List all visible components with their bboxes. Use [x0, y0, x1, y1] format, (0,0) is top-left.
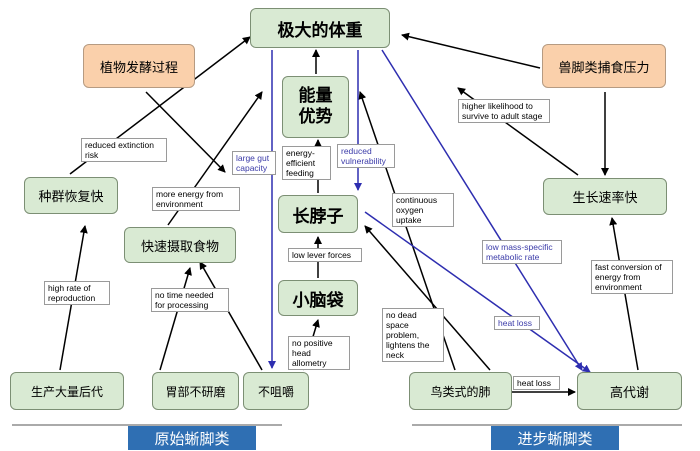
- node-max-body-weight: 极大的体重: [250, 8, 390, 48]
- node-long-neck: 长脖子: [278, 195, 358, 233]
- label-fast-conversion: fast conversion of energy from environme…: [591, 260, 673, 294]
- arrow-metabolism-to-growth: [609, 217, 639, 371]
- label-heat-loss-h: heat loss: [513, 376, 560, 390]
- banner-primitive-sauropods: 原始蜥脚类: [128, 426, 256, 450]
- node-no-gizzard: 胃部不研磨: [152, 372, 239, 410]
- label-energy-efficient: energy-efficient feeding: [282, 146, 331, 180]
- arrow-gizzard-to-fastfood: [159, 267, 192, 371]
- label-reduced-vulnerability: reduced vulnerability: [337, 144, 395, 168]
- label-no-head-allometry: no positive head allometry: [288, 336, 350, 370]
- energy-advantage-line1: 能量: [298, 86, 333, 106]
- arrow-fermentation-to-nochew: [145, 91, 226, 173]
- label-no-dead-space: no dead space problem, lightens the neck: [382, 308, 444, 362]
- label-continuous-oxygen: continuous oxygen uptake: [392, 193, 454, 227]
- node-population-recovery: 种群恢复快: [24, 177, 118, 214]
- node-bird-lung: 鸟类式的肺: [409, 372, 512, 410]
- blue-arrow-maxweight-to-metabolism: [381, 49, 583, 371]
- label-reduced-extinction: reduced extinction risk: [81, 138, 167, 162]
- blue-arrow-neck-to-metabolism: [364, 211, 591, 373]
- node-growth-rate: 生长速率快: [543, 178, 667, 215]
- label-survive-adult: higher likelihood to survive to adult st…: [458, 99, 550, 123]
- label-low-mass-metabolic: low mass-specific metabolic rate: [482, 240, 562, 264]
- node-energy-advantage: 能量 优势: [282, 76, 349, 138]
- node-no-chewing: 不咀嚼: [243, 372, 309, 410]
- node-high-metabolism: 高代谢: [577, 372, 682, 410]
- arrow-pressure-to-maxweight: [401, 32, 541, 69]
- arrow-nochew-to-fastfood: [199, 261, 263, 371]
- node-mass-offspring: 生产大量后代: [10, 372, 124, 410]
- arrow-lung-to-neck: [364, 225, 491, 371]
- node-fast-food-intake: 快速摄取食物: [124, 227, 236, 263]
- node-plant-fermentation: 植物发酵过程: [83, 44, 195, 88]
- label-low-lever: low lever forces: [288, 248, 362, 262]
- label-high-reproduction: high rate of reproduction: [44, 281, 110, 305]
- label-no-processing-time: no time needed for processing: [151, 288, 229, 312]
- energy-advantage-line2: 优势: [298, 107, 333, 127]
- label-large-gut: large gut capacity: [232, 151, 276, 175]
- node-small-head: 小脑袋: [278, 280, 358, 316]
- node-theropod-pressure: 兽脚类捕食压力: [542, 44, 666, 88]
- label-more-energy: more energy from environment: [152, 187, 240, 211]
- banner-advanced-sauropods: 进步蜥脚类: [491, 426, 619, 450]
- label-heat-loss-diag: heat loss: [494, 316, 540, 330]
